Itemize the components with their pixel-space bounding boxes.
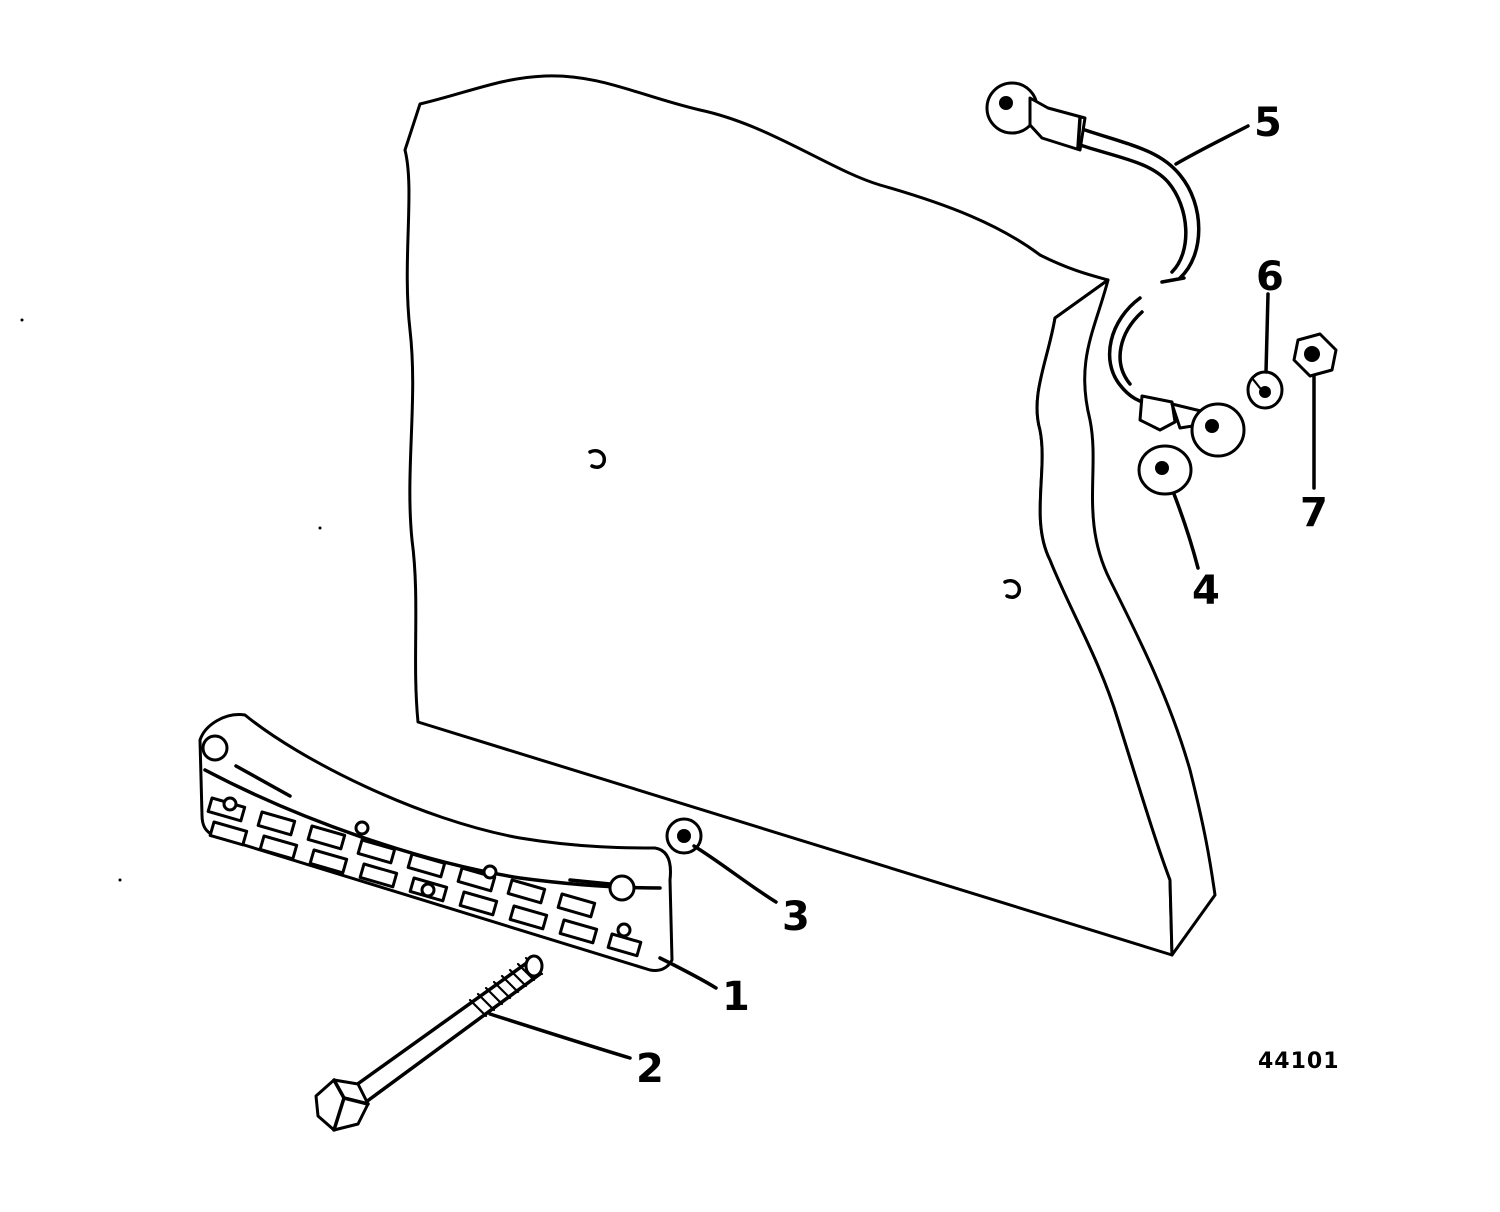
bolt-part-2 <box>314 954 544 1132</box>
callout-4: 4 <box>1192 568 1220 614</box>
lock-washer-part-6 <box>1246 370 1284 410</box>
leader-1 <box>658 956 718 990</box>
washer-part-3 <box>665 817 703 855</box>
callout-2: 2 <box>636 1046 664 1092</box>
leader-3 <box>692 844 778 904</box>
callout-7: 7 <box>1300 490 1328 536</box>
callout-3: 3 <box>782 894 810 940</box>
leader-5 <box>1174 124 1250 166</box>
ground-strap <box>985 81 1246 458</box>
panel-hole-lower <box>1003 579 1022 599</box>
leader-6 <box>1264 292 1270 374</box>
transom-panel <box>403 74 1217 957</box>
panel-side-face <box>1035 278 1217 957</box>
bolt-threads <box>468 956 544 1018</box>
washer-part-4 <box>1137 444 1193 496</box>
hex-nut-part-7 <box>1292 332 1338 378</box>
callout-1: 1 <box>722 974 750 1020</box>
leader-2 <box>488 1012 632 1060</box>
leader-lines <box>488 124 1316 1060</box>
mounting-bracket-part-1 <box>198 713 674 972</box>
leader-4 <box>1172 492 1200 570</box>
callout-6: 6 <box>1256 254 1284 300</box>
figure-id: 44101 <box>1258 1049 1340 1074</box>
callout-5: 5 <box>1254 100 1282 146</box>
bracket-slots <box>206 796 643 958</box>
strap-lower-ring <box>1190 402 1246 458</box>
panel-hole-upper <box>588 449 607 469</box>
callout-labels: 1 2 3 4 5 6 7 <box>636 100 1328 1092</box>
